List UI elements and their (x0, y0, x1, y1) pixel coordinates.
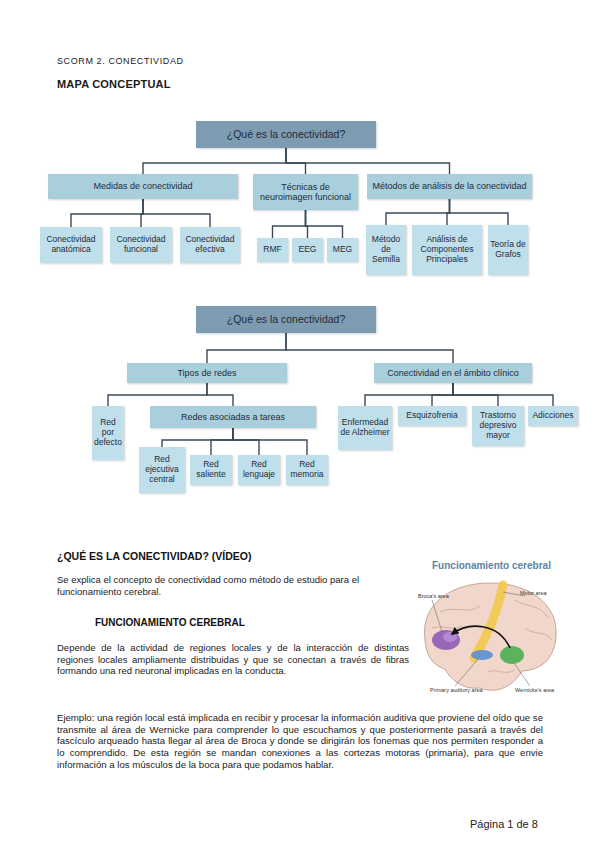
leaf-box: Red memoria (286, 455, 328, 485)
wernicke-area (500, 646, 524, 664)
leaf-box: Método de Semilla (366, 225, 406, 275)
page-header: SCORM 2. CONECTIVIDAD (57, 56, 184, 67)
tree-connector (273, 210, 306, 238)
body-paragraph: Ejemplo: una región local está implicada… (57, 712, 543, 771)
leaf-box: Conectividad funcional (110, 227, 172, 263)
node-text: Análisis de Componentes Principales (414, 235, 480, 264)
leaf-box: Análisis de Componentes Principales (412, 225, 482, 275)
brain-outline (424, 583, 556, 690)
arcuate-arrow (452, 626, 510, 648)
brain-illustration (424, 583, 556, 690)
node-text: Esquizofrenia (406, 411, 458, 421)
node-text: Teoría de Grafos (490, 240, 526, 260)
leaf-box: Red saliente (190, 455, 232, 485)
node-text: Enfermedad de Alzheimer (340, 418, 390, 438)
leaf-box: Conectividad efectiva (180, 227, 240, 263)
category-box: Técnicas de neuroimagen funcional (253, 174, 358, 210)
node-text: Tipos de redes (177, 368, 236, 378)
tree-connector (386, 199, 450, 225)
leaf-box: Teoría de Grafos (488, 225, 528, 275)
leaf-box: Trastorno depresivo mayor (472, 406, 524, 446)
node-text: RMF (263, 245, 281, 255)
body-paragraph: Depende de la actividad de regiones loca… (57, 642, 409, 677)
leaf-box: Red por defecto (92, 406, 124, 460)
broca-area (432, 630, 460, 650)
category-box: Conectividad en el ámbito clínico (374, 363, 532, 383)
leaf-box: Conectividad anatómica (40, 227, 102, 263)
map-title: MAPA CONCEPTUAL (57, 78, 171, 90)
section-heading: ¿QUÉ ES LA CONECTIVIDAD? (VÍDEO) (57, 550, 251, 563)
leaf-box: EEG (292, 238, 323, 262)
tree-connector (450, 199, 509, 225)
leaf-box: RMF (257, 238, 288, 262)
tree-connector (143, 148, 286, 174)
node-text: Adicciones (532, 411, 573, 421)
leaf-box: Red lenguaje (238, 455, 280, 485)
node-text: Trastorno depresivo mayor (474, 411, 522, 440)
tree-connector (233, 428, 259, 455)
category-box: Tipos de redes (127, 363, 287, 383)
subheading: FUNCIONAMIENTO CEREBRAL (95, 617, 245, 629)
leader-line (432, 600, 442, 632)
tree-connector (453, 383, 553, 406)
tree-connector (306, 210, 343, 238)
node-text: ¿Qué es la conectividad? (227, 313, 345, 325)
tree-connector (162, 428, 233, 447)
root-box: ¿Qué es la conectividad? (196, 121, 376, 148)
category-box: Redes asociadas a tareas (150, 406, 316, 428)
tree-connector (365, 383, 453, 406)
auditory-area (471, 650, 493, 660)
node-text: Conectividad anatómica (42, 235, 100, 255)
body-paragraph: Se explica el concepto de conectividad c… (57, 574, 409, 597)
node-text: EEG (299, 245, 317, 255)
node-text: ¿Qué es la conectividad? (227, 128, 345, 140)
tree-connector (143, 199, 210, 227)
node-text: Método de Semilla (368, 235, 404, 264)
node-text: Red lenguaje (240, 460, 278, 480)
category-box: Medidas de conectividad (48, 174, 238, 199)
node-text: Métodos de análisis de la conectividad (372, 181, 526, 191)
node-text: Conectividad en el ámbito clínico (387, 368, 519, 378)
leader-line (455, 659, 478, 686)
tree-connector (207, 333, 286, 363)
node-text: Conectividad efectiva (182, 235, 238, 255)
leaf-box: Adicciones (528, 406, 578, 426)
page-number: Página 1 de 8 (470, 818, 538, 831)
callout-label: Broca's area (418, 593, 449, 600)
leader-line (514, 663, 530, 686)
node-text: Medidas de conectividad (93, 181, 192, 191)
leaf-box: Red ejecutiva central (139, 447, 185, 493)
leaf-box: Enfermedad de Alzheimer (338, 406, 392, 450)
tree-connector (233, 428, 307, 455)
tree-connector (71, 199, 143, 227)
tree-connector (108, 383, 207, 406)
tree-connector (211, 428, 233, 455)
tree-connector (207, 383, 233, 406)
node-text: Técnicas de neuroimagen funcional (255, 182, 356, 203)
node-text: Red memoria (288, 460, 326, 480)
callout-label: Motor area (520, 590, 547, 597)
node-text: Red saliente (192, 460, 230, 480)
broca-highlight (443, 632, 457, 642)
tree-connector (286, 148, 306, 174)
leaf-box: Esquizofrenia (398, 406, 466, 426)
figure-title: Funcionamiento cerebral (432, 560, 551, 572)
tree-connector (286, 333, 453, 363)
tree-connector (286, 148, 450, 174)
node-text: Red por defecto (94, 418, 122, 447)
callout-label: Wernicke's area (515, 687, 554, 694)
motor-area (474, 585, 503, 658)
root-box: ¿Qué es la conectividad? (196, 306, 376, 333)
callout-label: Primary auditory area (430, 687, 483, 694)
leaf-box: MEG (327, 238, 358, 262)
node-text: Red ejecutiva central (141, 455, 183, 484)
category-box: Métodos de análisis de la conectividad (367, 174, 532, 199)
tree-connector (432, 383, 453, 406)
node-text: Redes asociadas a tareas (181, 412, 285, 422)
node-text: Conectividad funcional (112, 235, 170, 255)
node-text: MEG (333, 245, 352, 255)
